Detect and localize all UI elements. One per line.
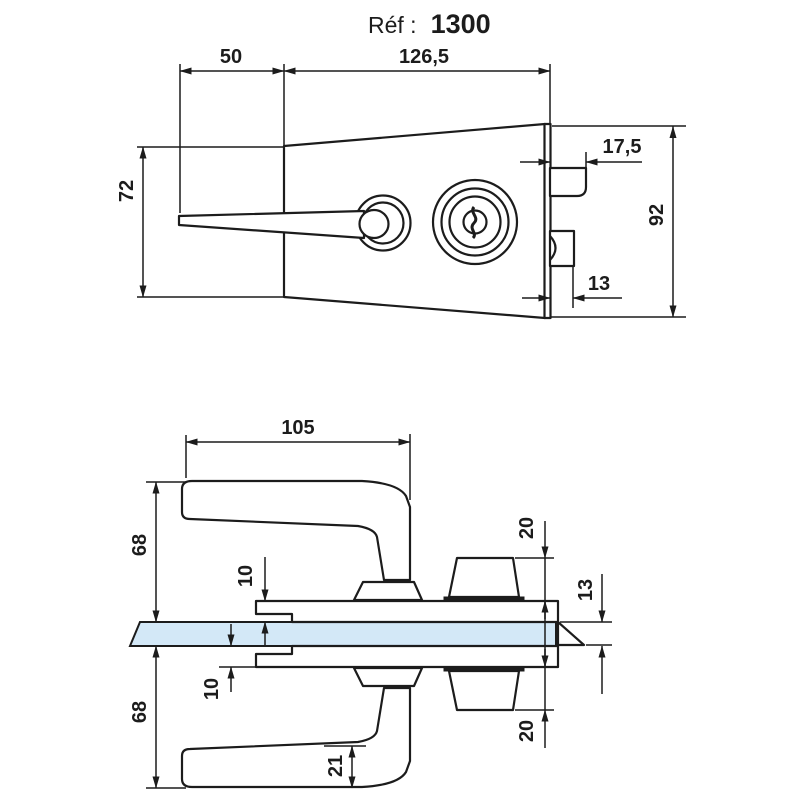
dim-label-upper-bolt: 17,5 [603,136,642,158]
dim-label-handle-overhang: 50 [220,46,242,68]
handle-cone-lower [352,666,424,688]
handle-neck-cap [358,208,390,240]
title-reference-number: 1300 [431,9,491,39]
title-prefix: Réf : [368,12,417,38]
cylinder-collar-upper [443,596,525,602]
dim-label-glass-capacity: 13 [575,579,597,601]
handle-upper [180,479,412,582]
dim-label-lower-bolt: 13 [588,273,610,295]
key-slot [470,206,478,240]
top-view-dimensions: 50 126,5 72 92 17,5 13 [116,46,686,318]
lower-bolt-round-detail [549,235,557,261]
dim-label-handle-height-lower: 68 [129,701,151,723]
handle-lever [177,209,366,240]
left-height-extension-lines [137,146,284,298]
lower-bolt [548,229,576,268]
handle-lower [180,686,412,789]
cylinder-dome-upper [447,556,521,599]
dim-label-case-offset-lower: 10 [201,678,223,700]
upper-bolt [548,166,588,198]
dim-label-case-width: 126,5 [399,46,449,68]
cylinder-dome-lower [447,669,521,712]
handle-cone-upper [352,580,424,602]
dim-label-case-height-right: 92 [646,204,668,226]
lower-clamp-body [254,644,560,669]
dim-label-case-offset-upper: 10 [235,565,257,587]
top-view [177,122,588,320]
dim-label-cylinder-height-lower: 20 [516,720,538,742]
right-height-extension-lines [550,125,686,318]
side-view-dimensions: 105 68 68 10 10 20 20 13 21 [129,417,612,789]
dim-label-cylinder-height-upper: 20 [516,517,538,539]
dim-label-handle-length: 105 [281,417,314,439]
glass-pane [128,621,557,647]
dim-label-handle-thickness: 21 [325,755,347,777]
latch-wedge [556,620,586,647]
dim-label-case-height-left: 72 [116,180,138,202]
dim-label-handle-height-upper: 68 [129,534,151,556]
upper-clamp-body [254,599,560,624]
drawing-title: Réf : 1300 [368,9,491,39]
faceplate [543,122,552,320]
